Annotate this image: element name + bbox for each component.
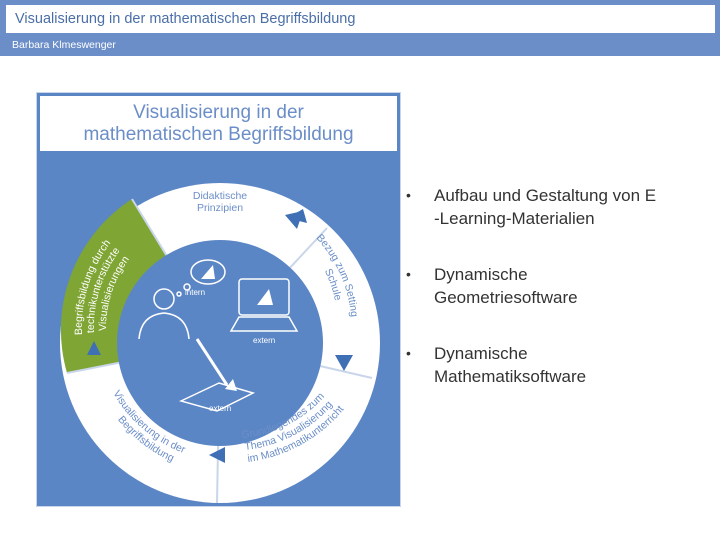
cycle-diagram: Didaktische Prinzipien Bezug zum Setting… — [37, 93, 400, 506]
bullet-text-line2: Mathematiksoftware — [434, 365, 720, 388]
label-extern-paper: extern — [209, 404, 231, 413]
label-intern: intern — [185, 288, 205, 297]
author-name: Barbara Klmeswenger — [12, 39, 116, 51]
bullet-dot: • — [406, 184, 411, 207]
label-extern-laptop: extern — [253, 336, 275, 345]
bullet-text-line1: Dynamische — [434, 342, 720, 365]
bullet-text-line1: Dynamische — [434, 263, 720, 286]
bullet-text-line1: Aufbau und Gestaltung von E — [434, 184, 720, 207]
concept-diagram: Visualisierung in der mathematischen Beg… — [36, 92, 401, 507]
bullet-text-line2: -Learning-Materialien — [434, 207, 720, 230]
label-didaktische-1: Didaktische — [193, 190, 247, 202]
title-box: Visualisierung in der mathematischen Beg… — [6, 5, 715, 33]
bullet-text-line2: Geometriesoftware — [434, 286, 720, 309]
bullet-dot: • — [406, 263, 411, 286]
bullet-dot: • — [406, 342, 411, 365]
label-didaktische-2: Prinzipien — [197, 202, 243, 214]
slide-header: Visualisierung in der mathematischen Beg… — [0, 0, 720, 56]
slide-title: Visualisierung in der mathematischen Beg… — [15, 11, 355, 27]
